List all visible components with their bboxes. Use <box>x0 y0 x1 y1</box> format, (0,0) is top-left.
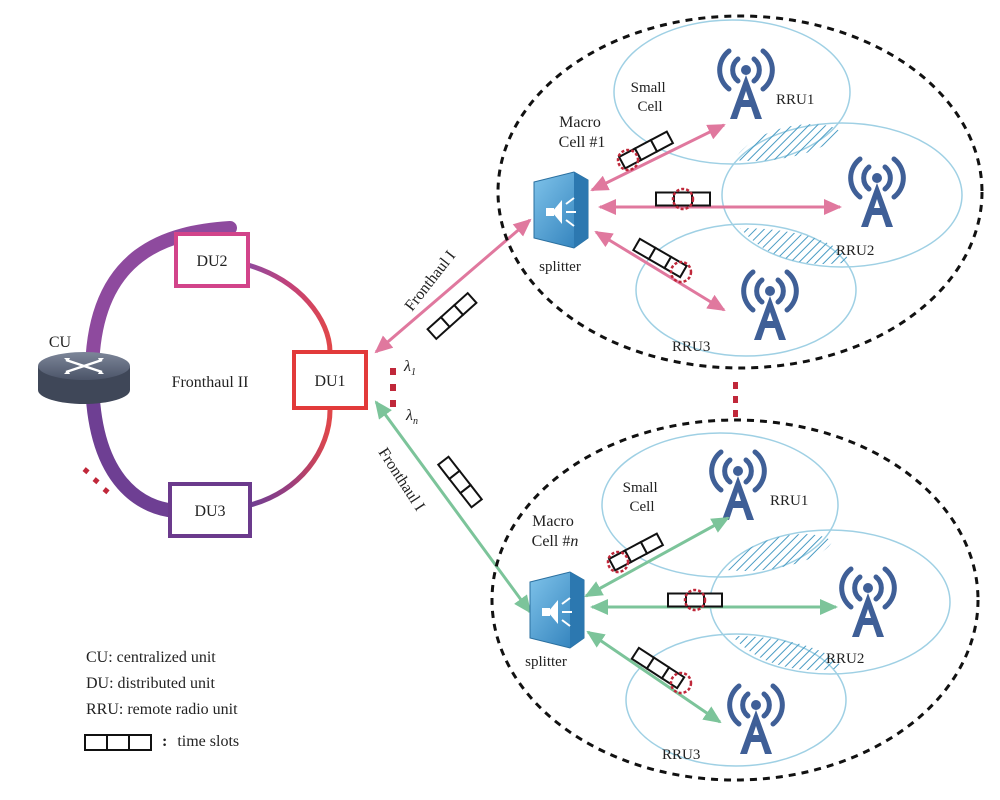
splitter-1-icon[interactable] <box>533 171 589 249</box>
rru1-cell-1-antenna-icon <box>720 51 773 119</box>
rru3-cell-1-antenna-icon <box>744 272 797 340</box>
legend-rru: RRU: remote radio unit <box>86 701 238 718</box>
macro-cell-n-label: Macro Cell #n <box>532 513 579 550</box>
overlap-hatch-nb <box>732 636 842 671</box>
rru1-cell-n-antenna-icon <box>712 452 765 520</box>
time-slots-icon <box>84 733 152 751</box>
lambda-n-label: λn <box>405 407 418 427</box>
du2-label: DU2 <box>196 253 227 270</box>
small-cell-1-1 <box>613 19 851 165</box>
macro-cell-1-boundary <box>496 14 984 370</box>
fronthaul-i-link-1 <box>374 218 532 354</box>
du1-label: DU1 <box>314 373 345 390</box>
rru2-cell-1-label: RRU2 <box>836 243 874 259</box>
legend-cu: CU: centralized unit <box>86 649 216 666</box>
ring-label: Fronthaul II <box>172 374 249 391</box>
splitter-n-label: splitter <box>525 654 567 670</box>
du3-label: DU3 <box>194 503 225 520</box>
fronthaul-i-label-n: Fronthaul I <box>375 445 428 514</box>
du3-node[interactable] <box>168 482 252 538</box>
overlap-hatch-na <box>726 534 832 571</box>
small-cell-1-2 <box>721 122 963 268</box>
rru2-cell-1-antenna-icon <box>851 159 904 227</box>
rru2-cell-n-label: RRU2 <box>826 651 864 667</box>
overlap-hatch-1b <box>740 228 850 265</box>
lambda-1-label: λ1 <box>403 358 416 378</box>
ring-continuation-dots <box>82 467 110 495</box>
wavelength-dots <box>390 368 396 407</box>
legend-time-slots-label: time slots <box>177 733 240 750</box>
cu-router-icon[interactable] <box>38 352 130 404</box>
du2-node[interactable] <box>174 232 250 288</box>
rru2-cell-n-antenna-icon <box>842 569 895 637</box>
fronthaul-i-link-n <box>374 400 532 614</box>
cu-label: CU <box>49 334 72 351</box>
splitter-n-icon[interactable] <box>529 571 585 649</box>
splitter-1-label: splitter <box>539 259 581 275</box>
macro-cell-continuation-dots <box>733 382 738 417</box>
legend-time-slots: : time slots <box>84 729 240 755</box>
small-cell-1-label: Small Cell <box>631 80 670 115</box>
legend: CU: centralized unit DU: distributed uni… <box>84 645 240 755</box>
macro-cell-1-label: Macro Cell #1 <box>559 114 606 151</box>
du1-node[interactable] <box>292 350 368 410</box>
overlap-hatch-1a <box>734 124 840 161</box>
small-cell-n-label: Small Cell <box>623 480 662 515</box>
macro-cell-n-boundary <box>490 418 980 782</box>
legend-du: DU: distributed unit <box>86 675 215 692</box>
rru3-cell-n-label: RRU3 <box>662 747 700 763</box>
macro-cell-1: splitter RRU1 RRU2 RRU3 Small Cell Macro… <box>496 14 984 370</box>
time-slots-lower-link <box>437 455 483 509</box>
rru3-cell-n-antenna-icon <box>730 686 783 754</box>
fronthaul-ii-ring <box>85 221 333 517</box>
macro-cell-n: splitter RRU1 RRU2 RRU3 Small Cell Macro… <box>490 418 980 782</box>
rru1-cell-1-label: RRU1 <box>776 92 814 108</box>
rru3-cell-1-label: RRU3 <box>672 339 710 355</box>
rru1-cell-n-label: RRU1 <box>770 493 808 509</box>
